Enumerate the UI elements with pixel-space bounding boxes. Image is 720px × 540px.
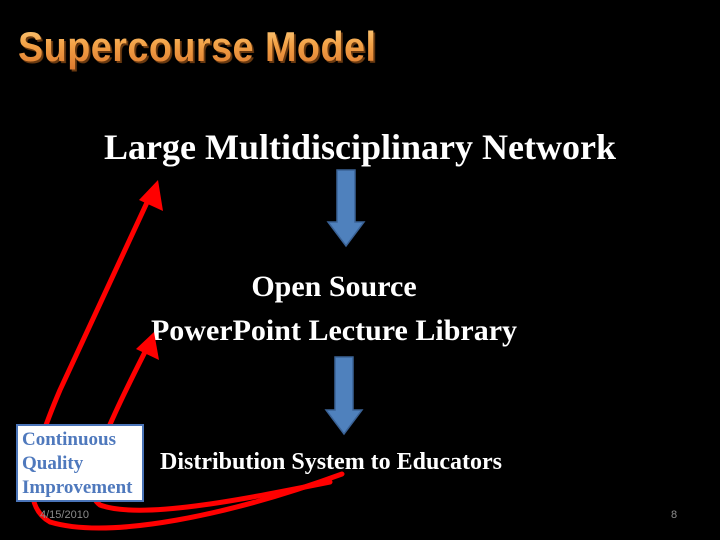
slide-title: Supercourse Model bbox=[18, 20, 376, 74]
continuous-quality-improvement-box: Continuous Quality Improvement bbox=[16, 424, 144, 502]
lecture-library-label: PowerPoint Lecture Library bbox=[150, 314, 518, 347]
down-arrow-2 bbox=[324, 356, 364, 436]
page-number: 8 bbox=[671, 509, 678, 521]
distribution-system-label: Distribution System to Educators bbox=[160, 449, 503, 475]
open-source-label: Open Source bbox=[251, 270, 417, 303]
large-network-label: Large Multidisciplinary Network bbox=[104, 127, 616, 167]
cqi-line-continuous: Continuous bbox=[22, 429, 116, 450]
down-arrow-1 bbox=[326, 169, 366, 248]
footer-date: 4/15/2010 bbox=[40, 509, 89, 521]
cqi-line-improvement: Improvement bbox=[22, 477, 133, 498]
cqi-line-quality: Quality bbox=[22, 453, 84, 474]
